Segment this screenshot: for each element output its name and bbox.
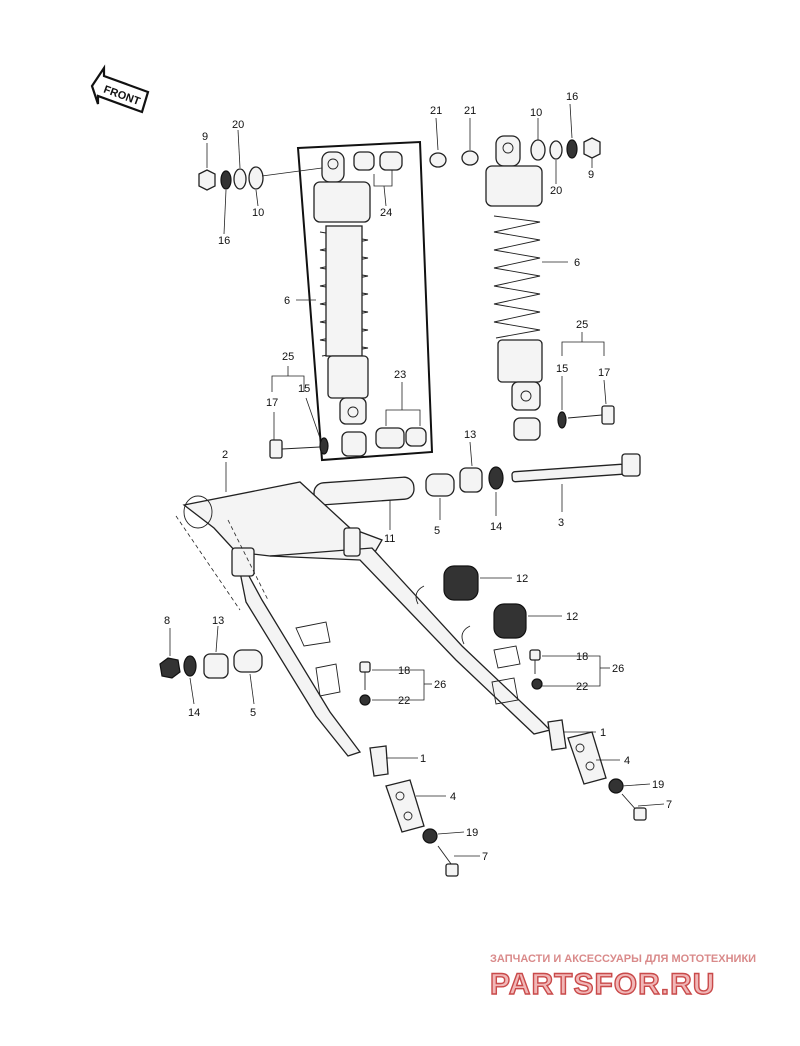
callout-7-left: 7: [482, 851, 488, 863]
callout-12-upper: 12: [516, 573, 528, 585]
callout-17-right: 17: [598, 367, 610, 379]
callout-25-right: 25: [576, 319, 588, 331]
leader-lines: [169, 103, 665, 857]
adjuster-left: [369, 745, 459, 877]
callout-22-right: 22: [576, 681, 588, 693]
callout-16-left: 16: [218, 235, 230, 247]
callout-19-right: 19: [652, 779, 664, 791]
callout-6-right: 6: [574, 257, 580, 269]
watermark-tagline: ЗАПЧАСТИ И АКСЕССУАРЫ ДЛЯ МОТОТЕХНИКИ: [490, 953, 756, 965]
sleeve-11: [313, 476, 415, 506]
callout-7-right: 7: [666, 799, 672, 811]
callout-25-left: 25: [282, 351, 294, 363]
callout-1-left: 1: [420, 753, 426, 765]
callout-6-left: 6: [284, 295, 290, 307]
callout-26-right: 26: [612, 663, 624, 675]
callout-16-right: 16: [566, 91, 578, 103]
left-bottom-hardware: [269, 427, 427, 459]
callout-5-top: 5: [434, 525, 440, 537]
callout-14-left: 14: [188, 707, 200, 719]
front-arrow-icon: FRONT: [90, 64, 150, 114]
right-shock-absorber: [485, 135, 543, 411]
callout-21-left: 21: [430, 105, 442, 117]
callout-12-lower: 12: [566, 611, 578, 623]
adjuster-right: [547, 719, 647, 821]
callout-5-left: 5: [250, 707, 256, 719]
callout-26-left: 26: [434, 679, 446, 691]
callout-3: 3: [558, 517, 564, 529]
seal-14-top: [488, 466, 504, 490]
callout-4-left: 4: [450, 791, 456, 803]
pivot-shaft-3: [511, 453, 641, 483]
left-shock-absorber: [313, 151, 371, 425]
callout-23: 23: [394, 369, 406, 381]
callout-2: 2: [222, 449, 228, 461]
callout-1-right: 1: [600, 727, 606, 739]
left-pivot-hardware: [159, 649, 263, 679]
callout-15-right: 15: [556, 363, 568, 375]
washer-21-right: [461, 150, 479, 166]
callout-19-left: 19: [466, 827, 478, 839]
callout-labels: 9 20 16 10 24 21 21 10 16 20 9 6 6 25 17…: [164, 91, 672, 863]
callout-9-right: 9: [588, 169, 594, 181]
left-top-hardware: [198, 166, 323, 191]
right-top-hardware: [530, 137, 601, 161]
watermark: ЗАПЧАСТИ И АКСЕССУАРЫ ДЛЯ МОТОТЕХНИКИ PA…: [489, 953, 756, 1002]
swing-arm: [175, 481, 552, 757]
callout-22-left: 22: [398, 695, 410, 707]
callout-13-top: 13: [464, 429, 476, 441]
callout-21-right: 21: [464, 105, 476, 117]
bolt-18-left: [359, 661, 371, 706]
callout-20-left: 20: [232, 119, 244, 131]
callout-13-left: 13: [212, 615, 224, 627]
callout-18-left: 18: [398, 665, 410, 677]
callout-18-right: 18: [576, 651, 588, 663]
shock-highlight-frame: [296, 140, 434, 462]
bushing-5-top: [425, 473, 455, 497]
callout-4-right: 4: [624, 755, 630, 767]
callout-15-left: 15: [298, 383, 310, 395]
damper-12-upper: [415, 565, 479, 605]
callout-24: 24: [380, 207, 392, 219]
callout-8: 8: [164, 615, 170, 627]
callout-10-left: 10: [252, 207, 264, 219]
callout-10-right: 10: [530, 107, 542, 119]
spacer-24: [353, 151, 403, 171]
callout-14-top: 14: [490, 521, 502, 533]
washer-21-left: [429, 152, 447, 168]
callout-17-left: 17: [266, 397, 278, 409]
callout-20-right: 20: [550, 185, 562, 197]
right-bottom-hardware: [513, 405, 615, 441]
callout-11: 11: [384, 533, 395, 545]
callout-9-left: 9: [202, 131, 208, 143]
watermark-logo: PARTSFOR.RU: [490, 968, 715, 1001]
bolt-18-right: [529, 649, 543, 690]
damper-12-lower: [461, 603, 527, 645]
bearing-13-top: [459, 467, 483, 493]
